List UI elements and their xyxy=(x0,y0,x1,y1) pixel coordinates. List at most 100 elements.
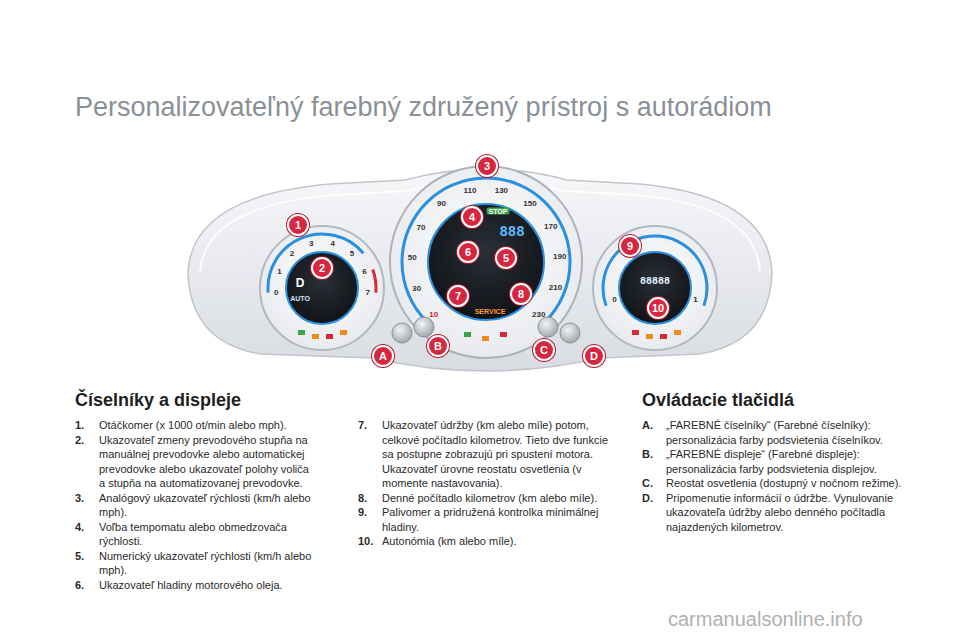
speedometer xyxy=(390,166,582,358)
dial-face xyxy=(260,226,384,350)
item-number: 9. xyxy=(358,505,382,520)
dial-number: 10 xyxy=(429,310,438,319)
list-item: A.„FAREBNÉ číselníky“ (Farebné číselníky… xyxy=(642,418,910,447)
dial-number: 3 xyxy=(309,239,313,248)
callout-label: 4 xyxy=(469,212,475,223)
dial-number: 110 xyxy=(464,185,477,194)
dial-number: 7 xyxy=(366,288,370,297)
dial-number: 5 xyxy=(350,249,354,258)
gear-indicator: D xyxy=(296,276,305,290)
callout-label: 3 xyxy=(484,161,490,172)
callout-number: 7 xyxy=(447,285,469,307)
mode-indicator: AUTO xyxy=(290,295,310,302)
blue-arc xyxy=(402,178,570,321)
list-item: 3.Analógový ukazovateľ rýchlosti (km/h a… xyxy=(75,491,315,520)
callout-label: D xyxy=(590,351,598,362)
item-number: D. xyxy=(642,491,666,506)
warning-lamp xyxy=(632,330,639,335)
warning-lamp xyxy=(340,330,347,335)
button xyxy=(392,323,412,343)
callout-label: C xyxy=(540,345,548,356)
callout-number: A xyxy=(372,345,394,367)
item-number: 6. xyxy=(75,578,99,593)
item-text: Autonómia (km alebo míle). xyxy=(382,534,622,549)
dial-number: 50 xyxy=(408,252,417,261)
item-text: Pripomenutie informácií o údržbe. Vynulo… xyxy=(666,491,910,535)
callout-number: 4 xyxy=(461,206,483,228)
dial-face xyxy=(593,226,717,350)
watermark: carmanualsonline.info xyxy=(668,608,863,631)
dial-number: 70 xyxy=(417,222,426,231)
list-column: 1.Otáčkomer (x 1000 ot/min alebo mph).2.… xyxy=(75,418,315,592)
list-item: D.Pripomenutie informácií o údržbe. Vynu… xyxy=(642,491,910,535)
list-item: 9.Palivomer a pridružená kontrolka minim… xyxy=(358,505,622,534)
item-number: B. xyxy=(642,447,666,462)
callout-label: A xyxy=(379,351,387,362)
item-text: Palivomer a pridružená kontrolka minimál… xyxy=(382,505,622,534)
callout-label: 2 xyxy=(319,263,325,274)
callout-number: 6 xyxy=(457,241,479,263)
item-text: Ukazovateľ údržby (km alebo míle) potom,… xyxy=(382,418,622,491)
warning-lamp xyxy=(646,334,653,339)
list-item: 10.Autonómia (km alebo míle). xyxy=(358,534,622,549)
dial-number: 170 xyxy=(544,222,557,231)
range-display: 88888 xyxy=(640,276,670,287)
list-item: 5.Numerický ukazovateľ rýchlosti (km/h a… xyxy=(75,549,315,578)
button xyxy=(538,317,558,337)
fuel-gauge xyxy=(593,226,717,350)
callout-number: C xyxy=(533,339,555,361)
warning-lamp xyxy=(660,334,667,339)
item-number: C. xyxy=(642,476,666,491)
callout-number: 10 xyxy=(647,297,669,319)
item-text: „FAREBNÉ displeje“ (Farebné displeje): p… xyxy=(666,447,910,476)
display xyxy=(428,204,544,320)
red-zone xyxy=(373,270,376,293)
callout-label: 10 xyxy=(652,303,664,314)
list-item: 7.Ukazovateľ údržby (km alebo míle) poto… xyxy=(358,418,622,491)
item-number: 2. xyxy=(75,433,99,448)
item-number: 7. xyxy=(358,418,382,433)
warning-lamp xyxy=(312,334,319,339)
dial-number: 150 xyxy=(523,198,536,207)
item-text: Ukazovateľ hladiny motorového oleja. xyxy=(99,578,315,593)
fuel-mark: 0 xyxy=(612,294,616,303)
item-number: A. xyxy=(642,418,666,433)
item-text: Reostat osvetlenia (dostupný v nočnom re… xyxy=(666,476,910,491)
item-number: 5. xyxy=(75,549,99,564)
item-number: 3. xyxy=(75,491,99,506)
callout-number: 5 xyxy=(495,247,517,269)
warning-lamp xyxy=(674,330,681,335)
dial-number: 6 xyxy=(362,266,366,275)
list-item: B.„FAREBNÉ displeje“ (Farebné displeje):… xyxy=(642,447,910,476)
list-item: 1.Otáčkomer (x 1000 ot/min alebo mph). xyxy=(75,418,315,433)
item-text: „FAREBNÉ číselníky“ (Farebné číselníky):… xyxy=(666,418,910,447)
callout-number: 2 xyxy=(311,257,333,279)
item-text: Otáčkomer (x 1000 ot/min alebo mph). xyxy=(99,418,315,433)
callout-label: 1 xyxy=(295,220,301,231)
dial-number: 30 xyxy=(412,283,421,292)
item-number: 8. xyxy=(358,491,382,506)
dial-number: 4 xyxy=(331,239,335,248)
item-number: 1. xyxy=(75,418,99,433)
list-item: 6.Ukazovateľ hladiny motorového oleja. xyxy=(75,578,315,593)
dial-number: 1 xyxy=(277,266,281,275)
page-title: Personalizovateľný farebný združený prís… xyxy=(75,92,772,123)
list-column: A.„FAREBNÉ číselníky“ (Farebné číselníky… xyxy=(642,418,910,534)
callout-label: 8 xyxy=(518,289,524,300)
service-indicator: SERVICE xyxy=(475,308,506,315)
callout-number: D xyxy=(583,345,605,367)
callout-number: 3 xyxy=(476,155,498,177)
item-text: Analógový ukazovateľ rýchlosti (km/h ale… xyxy=(99,491,315,520)
item-text: Voľba tempomatu alebo obmedzovača rýchlo… xyxy=(99,520,315,549)
fuel-mark: 1 xyxy=(693,294,697,303)
callout-label: 6 xyxy=(465,247,471,258)
callout-number: 1 xyxy=(287,214,309,236)
item-number: 4. xyxy=(75,520,99,535)
list-item: C.Reostat osvetlenia (dostupný v nočnom … xyxy=(642,476,910,491)
dial-number: 130 xyxy=(495,185,508,194)
item-number: 10. xyxy=(358,534,382,549)
dial-number: 0 xyxy=(274,288,278,297)
item-text: Denné počítadlo kilometrov (km alebo míl… xyxy=(382,491,622,506)
control-buttons xyxy=(392,317,580,343)
